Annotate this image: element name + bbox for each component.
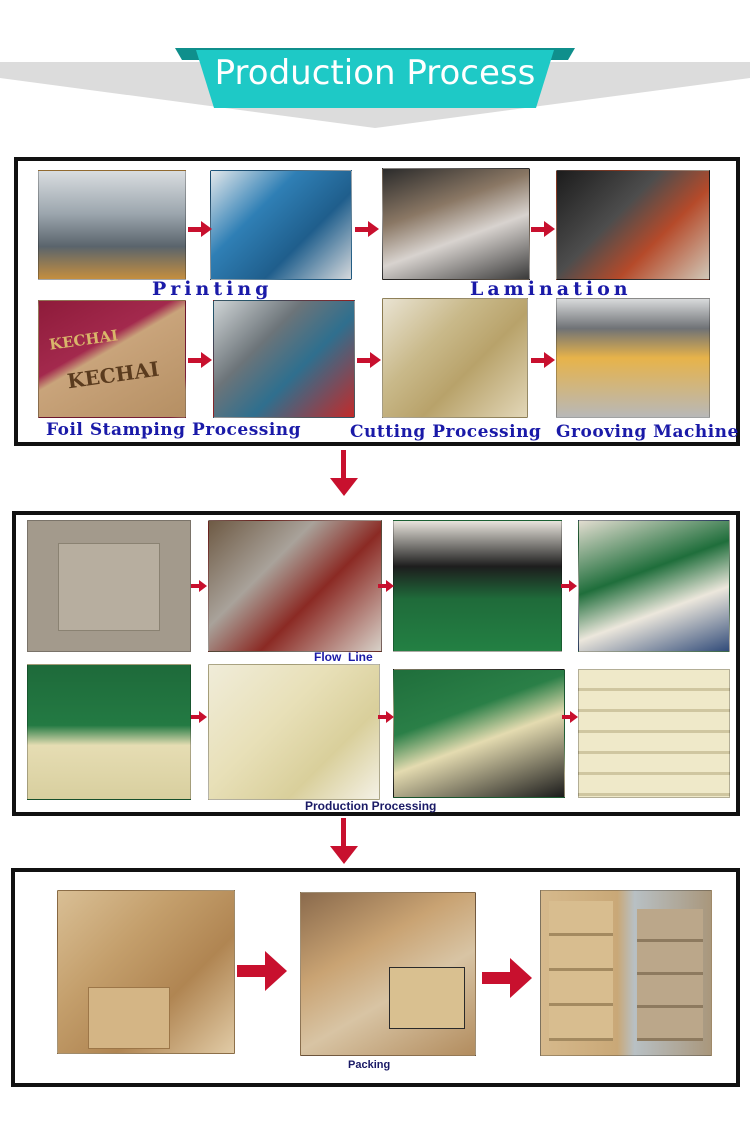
photo-packing-boxes-2: [300, 892, 476, 1056]
header-title-plate: [196, 50, 554, 108]
photo-boxes-pile: [208, 664, 380, 800]
arrow-right-6: [531, 352, 555, 368]
label-lamination: Lamination: [470, 278, 632, 300]
arrow-down-1: [330, 450, 358, 496]
label-packing: Packing: [348, 1059, 391, 1071]
photo-lamination-machine-2: [556, 170, 710, 280]
page-title: Production Process: [214, 53, 536, 93]
label-cutting: Cutting Processing: [350, 422, 542, 442]
arrow-right-10: [191, 711, 207, 723]
photo-printing-press-1: [38, 170, 186, 280]
arrow-right-5: [357, 352, 381, 368]
arrow-right-11: [378, 711, 394, 723]
photo-box-forming-machine: [208, 520, 382, 652]
arrow-right-12: [562, 711, 578, 723]
arrow-right-big-1: [237, 951, 289, 991]
photo-printing-press-2: [210, 170, 352, 280]
photo-brand-text-b: KECHAI: [65, 356, 161, 394]
arrow-right-3: [531, 221, 555, 237]
label-printing: Printing: [152, 278, 273, 300]
header-banner: [0, 48, 750, 128]
arrow-down-2: [330, 818, 358, 864]
label-grooving: Grooving Machine: [556, 422, 739, 442]
photo-cut-paperboard: [382, 298, 528, 418]
photo-stacked-boxes: [578, 669, 730, 798]
arrow-right-8: [378, 580, 394, 592]
arrow-right-big-2: [482, 958, 534, 998]
arrow-right-4: [188, 352, 212, 368]
photo-lamination-machine-1: [382, 168, 530, 280]
photo-brand-text-a: KECHAI: [48, 326, 120, 354]
label-production-processing: Production Processing: [305, 799, 437, 813]
photo-boxes-conveyor: [27, 664, 191, 800]
label-flow-line: Flow Line: [314, 650, 373, 664]
photo-flat-board: [27, 520, 191, 652]
photo-grooving-machine: [556, 298, 710, 418]
arrow-right-7: [191, 580, 207, 592]
arrow-right-2: [355, 221, 379, 237]
label-foil-stamping: Foil Stamping Processing: [46, 420, 302, 440]
photo-flow-line-boxes: [578, 520, 730, 652]
photo-foil-stamping-machine: [213, 300, 355, 418]
photo-flow-line-worker: [393, 520, 562, 652]
photo-packed-cartons: [540, 890, 712, 1056]
photo-worker-assembling: [393, 669, 565, 798]
arrow-right-1: [188, 221, 212, 237]
photo-foil-stamped-covers: KECHAI KECHAI: [38, 300, 186, 418]
photo-packing-boxes-1: [57, 890, 235, 1054]
arrow-right-9: [561, 580, 577, 592]
